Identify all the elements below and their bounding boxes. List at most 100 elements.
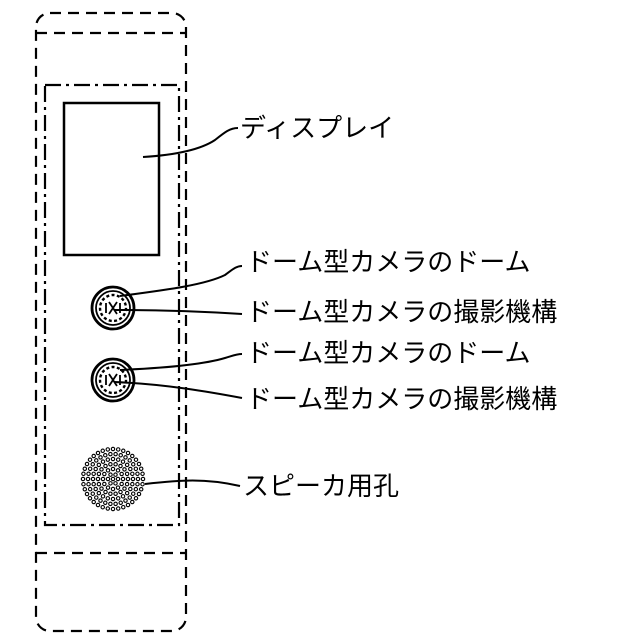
speaker-hole-dot: [97, 472, 100, 475]
speaker-hole-dot: [111, 497, 114, 500]
speaker-hole-dot: [88, 497, 91, 500]
speaker-hole-dot: [99, 499, 102, 502]
speaker-hole-dot: [132, 492, 135, 495]
speaker-hole-dot: [123, 468, 126, 471]
speaker-hole-dot: [116, 486, 119, 489]
speaker-hole-dot: [106, 458, 109, 461]
speaker-hole-dot: [116, 497, 119, 500]
label-dome-camera-mechanism-2: ドーム型カメラの撮影機構: [246, 385, 557, 415]
speaker-hole-dot: [132, 463, 135, 466]
speaker-hole-dot: [101, 460, 104, 463]
speaker-hole-dot: [125, 472, 128, 475]
speaker-hole-dot: [116, 477, 119, 480]
speaker-hole-dot: [106, 477, 109, 480]
speaker-hole-dot: [126, 451, 129, 454]
speaker-hole-dot: [134, 467, 137, 470]
speaker-hole-dot: [141, 483, 144, 486]
speaker-hole-dot: [136, 483, 139, 486]
speaker-hole-dot: [125, 463, 128, 466]
label-dome-camera-mechanism-1: ドーム型カメラの撮影機構: [246, 298, 557, 328]
speaker-hole-dot: [83, 467, 86, 470]
speaker-hole-dot: [120, 472, 123, 475]
speaker-hole-dot: [87, 483, 90, 486]
speaker-hole-dot: [114, 452, 117, 455]
speaker-hole-dot: [137, 492, 140, 495]
speaker-hole-dot: [95, 459, 98, 462]
speaker-hole-dot: [120, 482, 123, 485]
speaker-hole-dot: [131, 454, 134, 457]
speaker-grille: [81, 447, 144, 510]
speaker-hole-dot: [97, 463, 100, 466]
speaker-hole-dot: [122, 449, 125, 452]
speaker-hole-dot: [134, 458, 137, 461]
dome-camera-2: [92, 359, 134, 401]
speaker-hole-dot: [124, 456, 127, 459]
leader-dome-1: [120, 266, 242, 296]
speaker-hole-dot: [131, 472, 134, 475]
speaker-hole-dot: [87, 472, 90, 475]
speaker-hole-dot: [137, 462, 140, 465]
dome-camera-1: [92, 287, 134, 329]
speaker-hole-dot: [104, 501, 107, 504]
label-dome-camera-dome-1: ドーム型カメラのドーム: [246, 248, 530, 278]
speaker-hole-dot: [96, 451, 99, 454]
speaker-hole-dot: [139, 488, 142, 491]
speaker-hole-dot: [88, 487, 91, 490]
speaker-hole-dot: [100, 487, 103, 490]
speaker-hole-dot: [97, 482, 100, 485]
speaker-hole-dot: [83, 488, 86, 491]
speaker-hole-dot: [92, 500, 95, 503]
speaker-hole-dot: [117, 507, 120, 510]
speaker-hole-dot: [109, 482, 112, 485]
speaker-hole-dot: [91, 477, 94, 480]
speaker-hole-dot: [121, 495, 124, 498]
speaker-hole-dot: [101, 495, 104, 498]
speaker-hole-dot: [119, 490, 122, 493]
label-display: ディスプレイ: [240, 114, 394, 144]
speaker-hole-dot: [131, 500, 134, 503]
speaker-hole-dot: [106, 448, 109, 451]
speaker-hole-dot: [101, 477, 104, 480]
speaker-hole-dot: [85, 462, 88, 465]
speaker-hole-dot: [106, 486, 109, 489]
speaker-hole-dot: [136, 472, 139, 475]
speaker-hole-dot: [101, 449, 104, 452]
speaker-hole-dot: [114, 463, 117, 466]
speaker-hole-dot: [91, 492, 94, 495]
speaker-hole-dot: [128, 496, 131, 499]
speaker-hole-dot: [129, 487, 132, 490]
leader-speaker: [145, 481, 240, 487]
speaker-hole-dot: [86, 477, 89, 480]
speaker-hole-dot: [126, 503, 129, 506]
speaker-hole-dot: [111, 457, 114, 460]
speaker-hole-dot: [111, 467, 114, 470]
label-speaker-hole: スピーカ用孔: [243, 472, 399, 502]
speaker-hole-dot: [104, 490, 107, 493]
speaker-hole-dot: [116, 469, 119, 472]
speaker-hole-dot: [141, 472, 144, 475]
speaker-hole-dot: [96, 503, 99, 506]
display-screen: [64, 103, 159, 255]
speaker-hole-dot: [123, 487, 126, 490]
speaker-hole-dot: [111, 477, 114, 480]
speaker-hole-dot: [103, 482, 106, 485]
speaker-hole-dot: [109, 492, 112, 495]
speaker-hole-dot: [121, 477, 124, 480]
speaker-hole-dot: [114, 482, 117, 485]
speaker-hole-dot: [109, 473, 112, 476]
speaker-hole-dot: [104, 454, 107, 457]
speaker-hole-dot: [114, 502, 117, 505]
speaker-hole-dot: [128, 459, 131, 462]
leader-dome-2: [120, 354, 242, 370]
speaker-hole-dot: [134, 497, 137, 500]
speaker-hole-dot: [92, 454, 95, 457]
speaker-hole-dot: [134, 487, 137, 490]
speaker-hole-dot: [81, 477, 84, 480]
speaker-hole-dot: [129, 467, 132, 470]
speaker-hole-dot: [111, 487, 114, 490]
speaker-hole-dot: [88, 458, 91, 461]
speaker-hole-dot: [114, 492, 117, 495]
speaker-hole-dot: [94, 487, 97, 490]
speaker-hole-dot: [119, 501, 122, 504]
